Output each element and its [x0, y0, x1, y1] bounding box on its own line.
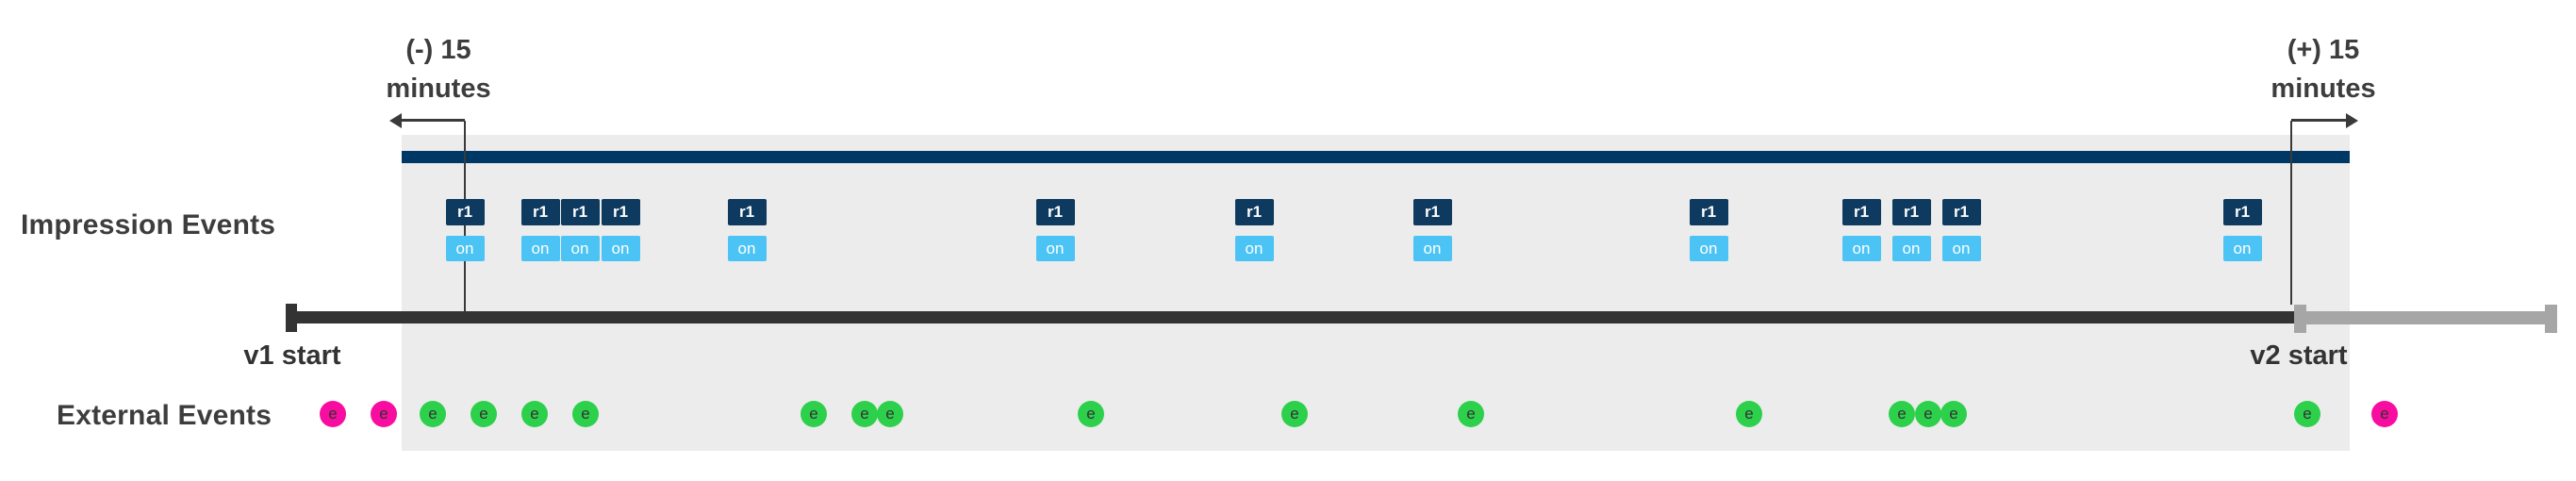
- impression-r1-box: r1: [1891, 199, 1931, 225]
- plus-window-line1: (+) 15: [2287, 35, 2360, 65]
- impression-event-group: r1 on: [560, 199, 600, 261]
- impression-r1-box: r1: [1941, 199, 1981, 225]
- external-event-within-window: e: [851, 401, 878, 427]
- v2-timeline-bar: [2301, 311, 2551, 324]
- v2-start-label: v2 start: [2250, 340, 2348, 371]
- external-event-within-window: e: [1281, 401, 1308, 427]
- impression-event-group: r1 on: [727, 199, 767, 261]
- impression-r1-box: r1: [1689, 199, 1728, 225]
- impression-r1-box: r1: [1841, 199, 1881, 225]
- external-event-within-window: e: [801, 401, 827, 427]
- impression-event-group: r1 on: [1891, 199, 1931, 261]
- v1-timeline-bar: [291, 311, 2295, 323]
- v2-timeline-end-cap: [2545, 305, 2557, 333]
- impression-event-group: r1 on: [2222, 199, 2262, 261]
- impression-r1-box: r1: [2222, 199, 2262, 225]
- external-event-within-window: e: [521, 401, 548, 427]
- impression-event-group: r1 on: [1841, 199, 1881, 261]
- impression-event-group: r1 on: [1941, 199, 1981, 261]
- external-event-within-window: e: [1078, 401, 1104, 427]
- impression-r1-box: r1: [1234, 199, 1274, 225]
- external-event-outside-window: e: [320, 401, 346, 427]
- external-event-within-window: e: [1915, 401, 1941, 427]
- impression-on-box: on: [445, 236, 485, 261]
- impression-r1-box: r1: [560, 199, 600, 225]
- impression-on-box: on: [520, 236, 560, 261]
- panel-top-bar: [402, 151, 2350, 163]
- impression-on-box: on: [1891, 236, 1931, 261]
- plus-window-annotation: (+) 15 minutes: [2205, 31, 2441, 108]
- external-event-within-window: e: [420, 401, 446, 427]
- minus-window-line1: (-) 15: [405, 35, 471, 65]
- external-event-within-window: e: [1940, 401, 1967, 427]
- external-event-within-window: e: [1458, 401, 1484, 427]
- impression-event-group: r1 on: [1035, 199, 1075, 261]
- impression-on-box: on: [1941, 236, 1981, 261]
- external-event-within-window: e: [471, 401, 497, 427]
- external-events-row-label: External Events: [57, 400, 272, 431]
- external-event-within-window: e: [1736, 401, 1762, 427]
- impression-on-box: on: [560, 236, 600, 261]
- impression-on-box: on: [1841, 236, 1881, 261]
- external-event-within-window: e: [2294, 401, 2320, 427]
- plus-window-marker-line: [2290, 121, 2292, 305]
- right-arrowhead-icon: [2346, 113, 2358, 128]
- impression-on-box: on: [1689, 236, 1728, 261]
- impression-event-group: r1 on: [1412, 199, 1452, 261]
- impression-r1-box: r1: [445, 199, 485, 225]
- external-event-within-window: e: [877, 401, 903, 427]
- minus-window-annotation: (-) 15 minutes: [321, 31, 556, 108]
- impression-event-group: r1 on: [520, 199, 560, 261]
- impression-on-box: on: [2222, 236, 2262, 261]
- impression-on-box: on: [1412, 236, 1452, 261]
- external-event-outside-window: e: [371, 401, 397, 427]
- impression-on-box: on: [1035, 236, 1075, 261]
- minus-window-line2: minutes: [386, 74, 491, 104]
- impression-on-box: on: [1234, 236, 1274, 261]
- external-event-within-window: e: [572, 401, 599, 427]
- plus-window-arrow-line: [2291, 119, 2348, 122]
- impression-r1-box: r1: [520, 199, 560, 225]
- impression-event-group: r1 on: [1234, 199, 1274, 261]
- impression-event-group: r1 on: [601, 199, 640, 261]
- impression-event-group: r1 on: [1689, 199, 1728, 261]
- external-event-outside-window: e: [2371, 401, 2398, 427]
- left-arrowhead-icon: [389, 113, 402, 128]
- impression-on-box: on: [601, 236, 640, 261]
- v1-start-label: v1 start: [243, 340, 341, 371]
- impression-on-box: on: [727, 236, 767, 261]
- plus-window-line2: minutes: [2271, 74, 2376, 104]
- impression-r1-box: r1: [601, 199, 640, 225]
- impression-events-row-label: Impression Events: [21, 209, 276, 240]
- impression-r1-box: r1: [1412, 199, 1452, 225]
- impression-event-group: r1 on: [445, 199, 485, 261]
- impression-r1-box: r1: [727, 199, 767, 225]
- minus-window-arrow-line: [400, 119, 465, 122]
- analysis-window-panel: [402, 135, 2350, 451]
- impression-r1-box: r1: [1035, 199, 1075, 225]
- external-event-within-window: e: [1889, 401, 1915, 427]
